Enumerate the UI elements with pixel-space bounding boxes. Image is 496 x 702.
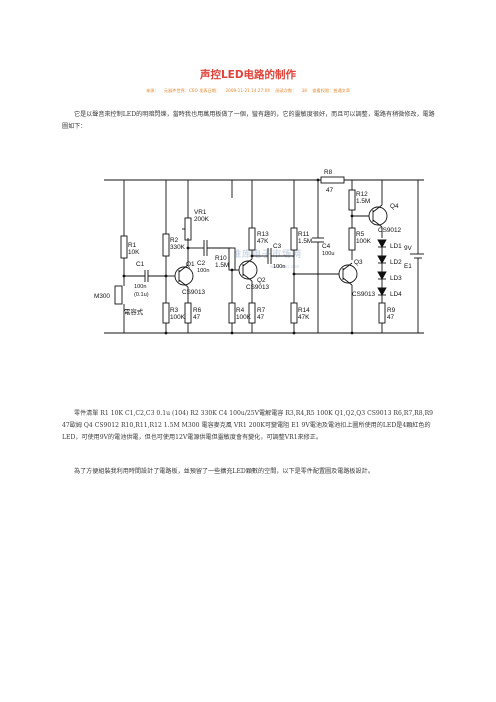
value-r3: 100K [170,314,186,321]
type-q3: CS9013 [352,291,376,298]
meta-views: 38 [301,88,307,93]
label-r14: R14 [298,307,310,314]
closing-paragraph: 為了方便組裝我利用時間設計了電路板，並預留了一些擴充LED顆數的空間，以下是零件… [74,468,374,475]
label-r2: R2 [170,237,179,244]
label-ld2: LD2 [390,259,402,266]
label-q4: Q4 [390,203,399,210]
meta-author: 元器件世界：CEO 发表日期： [163,88,221,93]
value-r8: 47 [326,187,334,194]
article-title: 声控LED电路的制作 [199,69,297,81]
type-q1: CS9013 [182,289,206,296]
value-vr1: 200K [194,216,210,223]
meta-source: 来源： [145,88,159,93]
article-meta: 来源： 元器件世界：CEO 发表日期： 2009-11-21 14:27:04 … [0,88,496,94]
label-r12: R12 [356,191,368,198]
value-r10: 1.5M [215,262,229,269]
watermark-url: www.dzsc.com [270,264,300,269]
label-r5: R5 [356,231,365,238]
label-ld1: LD1 [390,243,402,250]
label-ld3: LD3 [390,275,402,282]
label-c3: C3 [273,243,282,250]
watermark-logo: 维库电子市场网 [232,250,303,260]
value-r7: 47 [257,314,265,321]
label-r4: R4 [236,307,245,314]
value-r5: 100K [356,238,372,245]
value-r13: 47K [257,238,269,245]
meta-views-label: 阅读次数： [275,88,297,93]
label-r13: R13 [257,231,269,238]
label-e1: E1 [404,263,412,270]
intro-paragraph: 它是以聲音來控制LED的明暗閃爍，當時我也用萬用板做了一個，蠻有趣的，它的靈敏度… [62,111,435,130]
label-r11: R11 [298,231,310,238]
value-c4: 100u [322,251,334,257]
meta-date: 2009-11-21 14:27:04 [225,88,270,93]
label-r6: R6 [193,307,202,314]
value-c2: 100n [197,268,209,274]
label-vr1: VR1 [194,209,207,216]
value-r12: 1.5M [356,198,370,205]
value-c1: 100n [134,284,146,290]
value-r11: 1.5M [298,238,312,245]
value-r1: 10K [128,249,140,256]
value-e1: 9V [404,245,413,252]
value-r4: 100K [236,314,252,321]
label-c4: C4 [322,243,331,250]
label-c2: C2 [197,260,206,267]
value-r2: 330K [170,244,186,251]
circuit-schematic: R1 10K C1 100n (0.1u) R2 330K VR1 200K C… [94,169,424,335]
meta-tail: 查看权限：普通文章 [312,88,351,93]
value-r14: 47K [298,314,310,321]
label-r3: R3 [170,307,179,314]
label-mic: M300 [94,293,110,300]
label-c1: C1 [136,261,145,268]
label-r7: R7 [257,307,266,314]
label-q2: Q2 [257,277,266,284]
label-ld4: LD4 [390,291,402,298]
type-q4: CS9012 [378,227,402,234]
label-r8: R8 [324,169,333,176]
type-q2: CS9013 [246,284,270,291]
value-r6: 47 [193,314,201,321]
label-r1: R1 [128,242,137,249]
label-q3: Q3 [354,259,363,266]
value-r9: 47 [387,314,395,321]
label-r9: R9 [387,307,396,314]
parts-list-paragraph: 零件清單 R1 10K C1,C2,C3 0.1u (104) R2 330K … [62,410,434,441]
label-q1: Q1 [186,261,195,268]
label-r10: R10 [215,255,227,262]
label-mic-type: 電容式 [124,307,144,316]
value-c1-alt: (0.1u) [134,292,149,298]
value-c3: 100n [273,264,285,270]
